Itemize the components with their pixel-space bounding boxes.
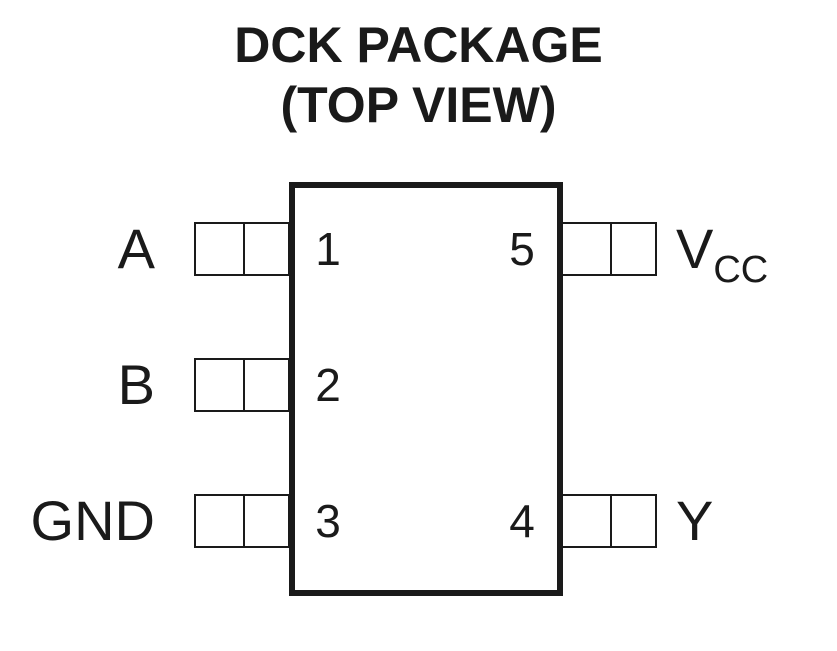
pin-1-label: A xyxy=(117,217,155,280)
pin-5-number: 5 xyxy=(509,223,535,275)
pin-2-label: B xyxy=(117,353,155,416)
pin-1-pad xyxy=(194,222,290,276)
pin-4-number: 4 xyxy=(509,495,535,547)
pin-4-pad xyxy=(561,494,657,548)
pin-5-label-sub: CC xyxy=(713,249,769,291)
pin-2-number: 2 xyxy=(315,359,341,411)
title-view: (TOP VIEW) xyxy=(280,77,557,133)
pin-3-pad xyxy=(194,494,290,548)
title-package: DCK PACKAGE xyxy=(234,17,603,73)
pin-5-pad xyxy=(561,222,657,276)
pin-1-number: 1 xyxy=(315,223,341,275)
pin-2-pad xyxy=(194,358,290,412)
pin-5-label: VCC xyxy=(676,221,768,290)
pin-3-label: GND xyxy=(30,489,155,552)
pin-5-label-main: V xyxy=(676,217,714,280)
pin-3-number: 3 xyxy=(315,495,341,547)
pin-4-label: Y xyxy=(676,489,714,552)
package-body xyxy=(289,182,563,596)
